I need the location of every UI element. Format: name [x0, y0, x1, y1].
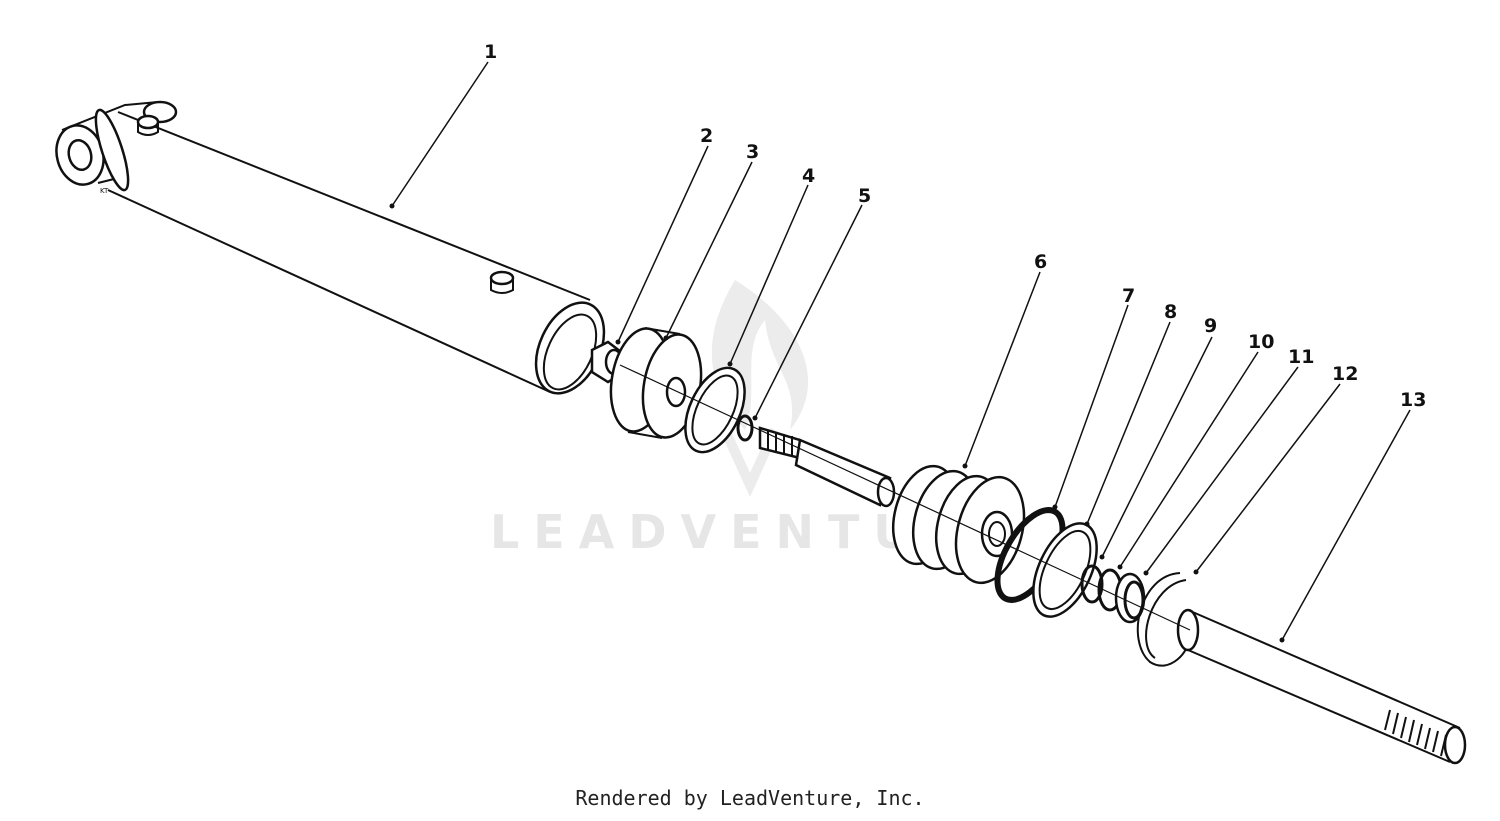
part-11-wiper[interactable]: [1114, 572, 1146, 624]
svg-text:KT: KT: [100, 187, 109, 195]
callout-12: 12: [1332, 363, 1358, 385]
part-6-piston[interactable]: [883, 459, 1035, 591]
callout-8: 8: [1164, 301, 1177, 323]
callout-7: 7: [1122, 285, 1135, 307]
callout-13: 13: [1400, 389, 1426, 411]
callout-2: 2: [700, 125, 713, 147]
callout-11: 11: [1288, 346, 1314, 368]
footer-credit: Rendered by LeadVenture, Inc.: [575, 786, 925, 810]
callout-labels: 1 2 3 4 5 6 7 8 9 10 11 12 13: [484, 41, 1426, 411]
part-4-seal-ring[interactable]: [673, 359, 756, 462]
leader-lines: [391, 61, 1411, 641]
part-13-piston-rod[interactable]: [1176, 608, 1467, 765]
part-8-backup-ring[interactable]: [1020, 514, 1109, 627]
assembly-axis: [619, 364, 1191, 631]
callout-1: 1: [484, 41, 497, 63]
callout-5: 5: [858, 185, 871, 207]
callout-6: 6: [1034, 251, 1047, 273]
part-12-retaining-ring[interactable]: [1136, 572, 1190, 667]
part-9-o-ring[interactable]: [1080, 564, 1104, 604]
callout-9: 9: [1204, 315, 1217, 337]
callout-3: 3: [746, 141, 759, 163]
part-5-o-ring[interactable]: [736, 414, 754, 442]
leader-dots: [389, 203, 1285, 643]
part-1-cylinder-barrel[interactable]: KT: [50, 100, 617, 404]
callout-10: 10: [1248, 331, 1274, 353]
callout-4: 4: [802, 165, 815, 187]
